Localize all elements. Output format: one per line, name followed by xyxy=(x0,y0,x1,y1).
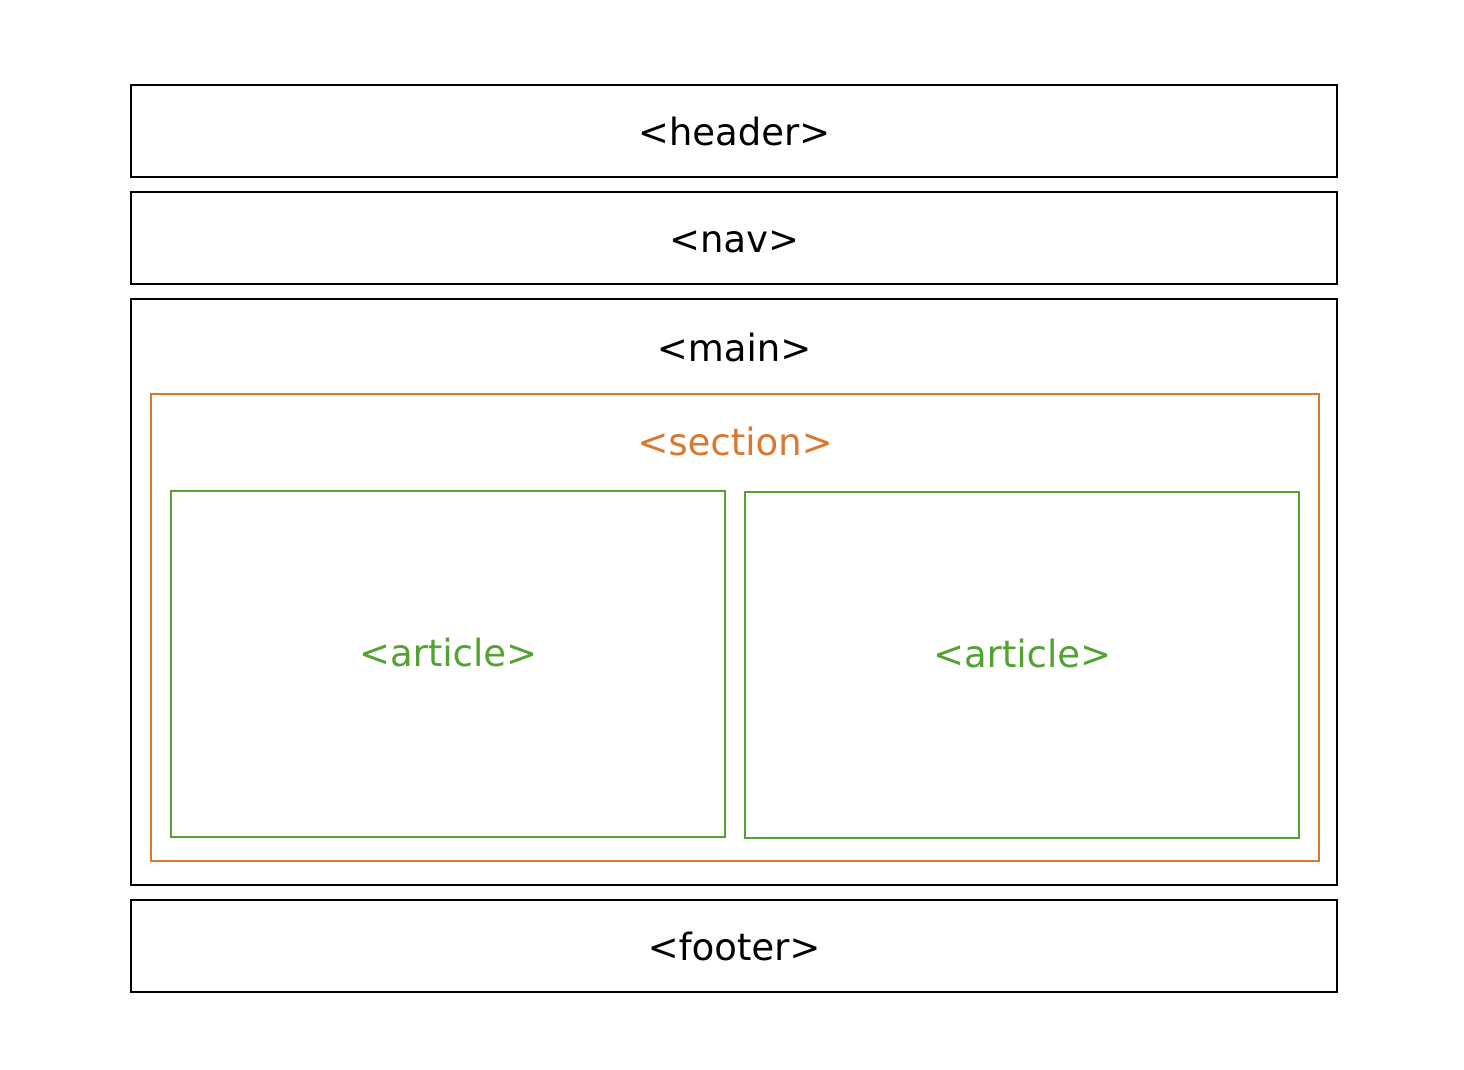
section-label: <section> xyxy=(637,421,833,464)
article-block-left: <article> xyxy=(170,490,726,838)
article-block-right: <article> xyxy=(744,491,1300,839)
article-label: <article> xyxy=(932,633,1112,676)
article-label: <article> xyxy=(358,632,538,675)
nav-label: <nav> xyxy=(668,218,800,261)
main-label: <main> xyxy=(656,327,812,370)
nav-block: <nav> xyxy=(130,191,1338,285)
header-label: <header> xyxy=(637,111,831,154)
footer-label: <footer> xyxy=(647,926,821,969)
footer-block: <footer> xyxy=(130,899,1338,993)
main-block: <main> <section> <article> <article> xyxy=(130,298,1338,886)
section-block: <section> <article> <article> xyxy=(150,393,1320,862)
header-block: <header> xyxy=(130,84,1338,178)
